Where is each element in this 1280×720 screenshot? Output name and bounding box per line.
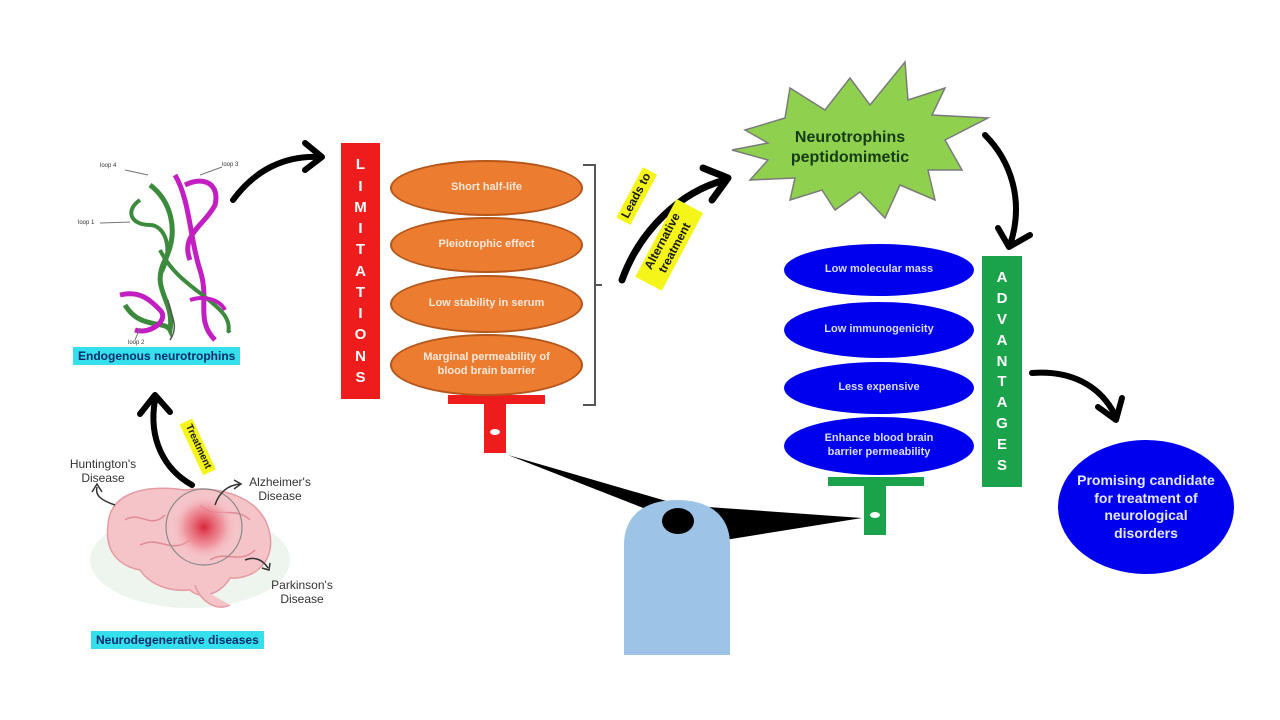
endogenous-neurotrophins-label: Endogenous neurotrophins	[73, 347, 241, 365]
scale-fulcrum	[624, 500, 730, 655]
limitation-item: Low stability in serum	[390, 275, 583, 333]
title-letter: L	[355, 156, 366, 174]
title-letter: A	[996, 331, 1008, 349]
limitation-item: Marginal permeability of blood brain bar…	[390, 334, 583, 396]
title-letter: G	[996, 415, 1008, 433]
limitation-item: Pleiotrophic effect	[390, 217, 583, 273]
title-letter: S	[355, 368, 366, 386]
right-pan-stem	[864, 485, 886, 535]
limitation-item: Short half-life	[390, 160, 583, 216]
neurodegenerative-diseases-label: Neurodegenerative diseases	[91, 631, 264, 649]
title-letter: I	[358, 305, 363, 322]
limitations-bracket	[583, 164, 602, 406]
arrow-to-outcome	[1029, 369, 1125, 423]
neurotrophin-structure-image	[99, 166, 232, 342]
advantage-item: Low molecular mass	[784, 244, 974, 296]
scale-beam	[508, 455, 862, 540]
arrow-to-peptidomimetic	[618, 164, 732, 284]
title-letter: N	[996, 352, 1008, 370]
brain-image	[90, 479, 290, 608]
left-pan-bar	[448, 395, 545, 404]
title-letter: I	[358, 220, 363, 237]
loop-label: loop 1	[78, 220, 95, 226]
title-letter: T	[355, 283, 366, 301]
title-letter: A	[996, 394, 1008, 412]
alzheimers-label: Alzheimer's Disease	[249, 475, 311, 504]
parkinsons-label: Parkinson's Disease	[271, 578, 333, 607]
arrow-to-advantages	[982, 132, 1033, 250]
title-letter: E	[996, 436, 1007, 454]
title-letter: O	[354, 326, 367, 344]
loop-label: loop 3	[222, 162, 239, 168]
huntingtons-label: Huntington's Disease	[69, 457, 137, 486]
title-letter: N	[355, 347, 366, 365]
advantage-item: Less expensive	[784, 362, 974, 414]
advantage-item: Enhance blood brain barrier permeability	[784, 417, 974, 475]
advantage-item: Low immunogenicity	[784, 302, 974, 358]
title-letter: T	[355, 241, 366, 259]
title-letter: V	[996, 310, 1007, 328]
title-letter: M	[354, 198, 367, 216]
title-letter: T	[997, 373, 1007, 391]
loop-label: loop 2	[128, 340, 145, 346]
peptidomimetic-text: Neurotrophins peptidomimetic	[790, 129, 910, 166]
loop-label: loop 4	[100, 163, 117, 169]
title-letter: I	[358, 177, 363, 195]
title-letter: A	[355, 262, 366, 280]
peptidomimetic-burst	[731, 60, 991, 220]
outcome-ellipse: Promising candidate for treatment of neu…	[1058, 440, 1234, 574]
fulcrum-pivot	[662, 508, 694, 534]
right-pan-bar	[828, 477, 924, 486]
balance-scale	[448, 395, 924, 655]
title-letter: D	[996, 289, 1008, 307]
title-letter: A	[996, 268, 1008, 286]
arrow-to-limitations	[230, 140, 325, 203]
title-letter: S	[996, 457, 1007, 475]
left-pan-stem	[484, 403, 506, 453]
treatment-arrow	[137, 392, 195, 488]
